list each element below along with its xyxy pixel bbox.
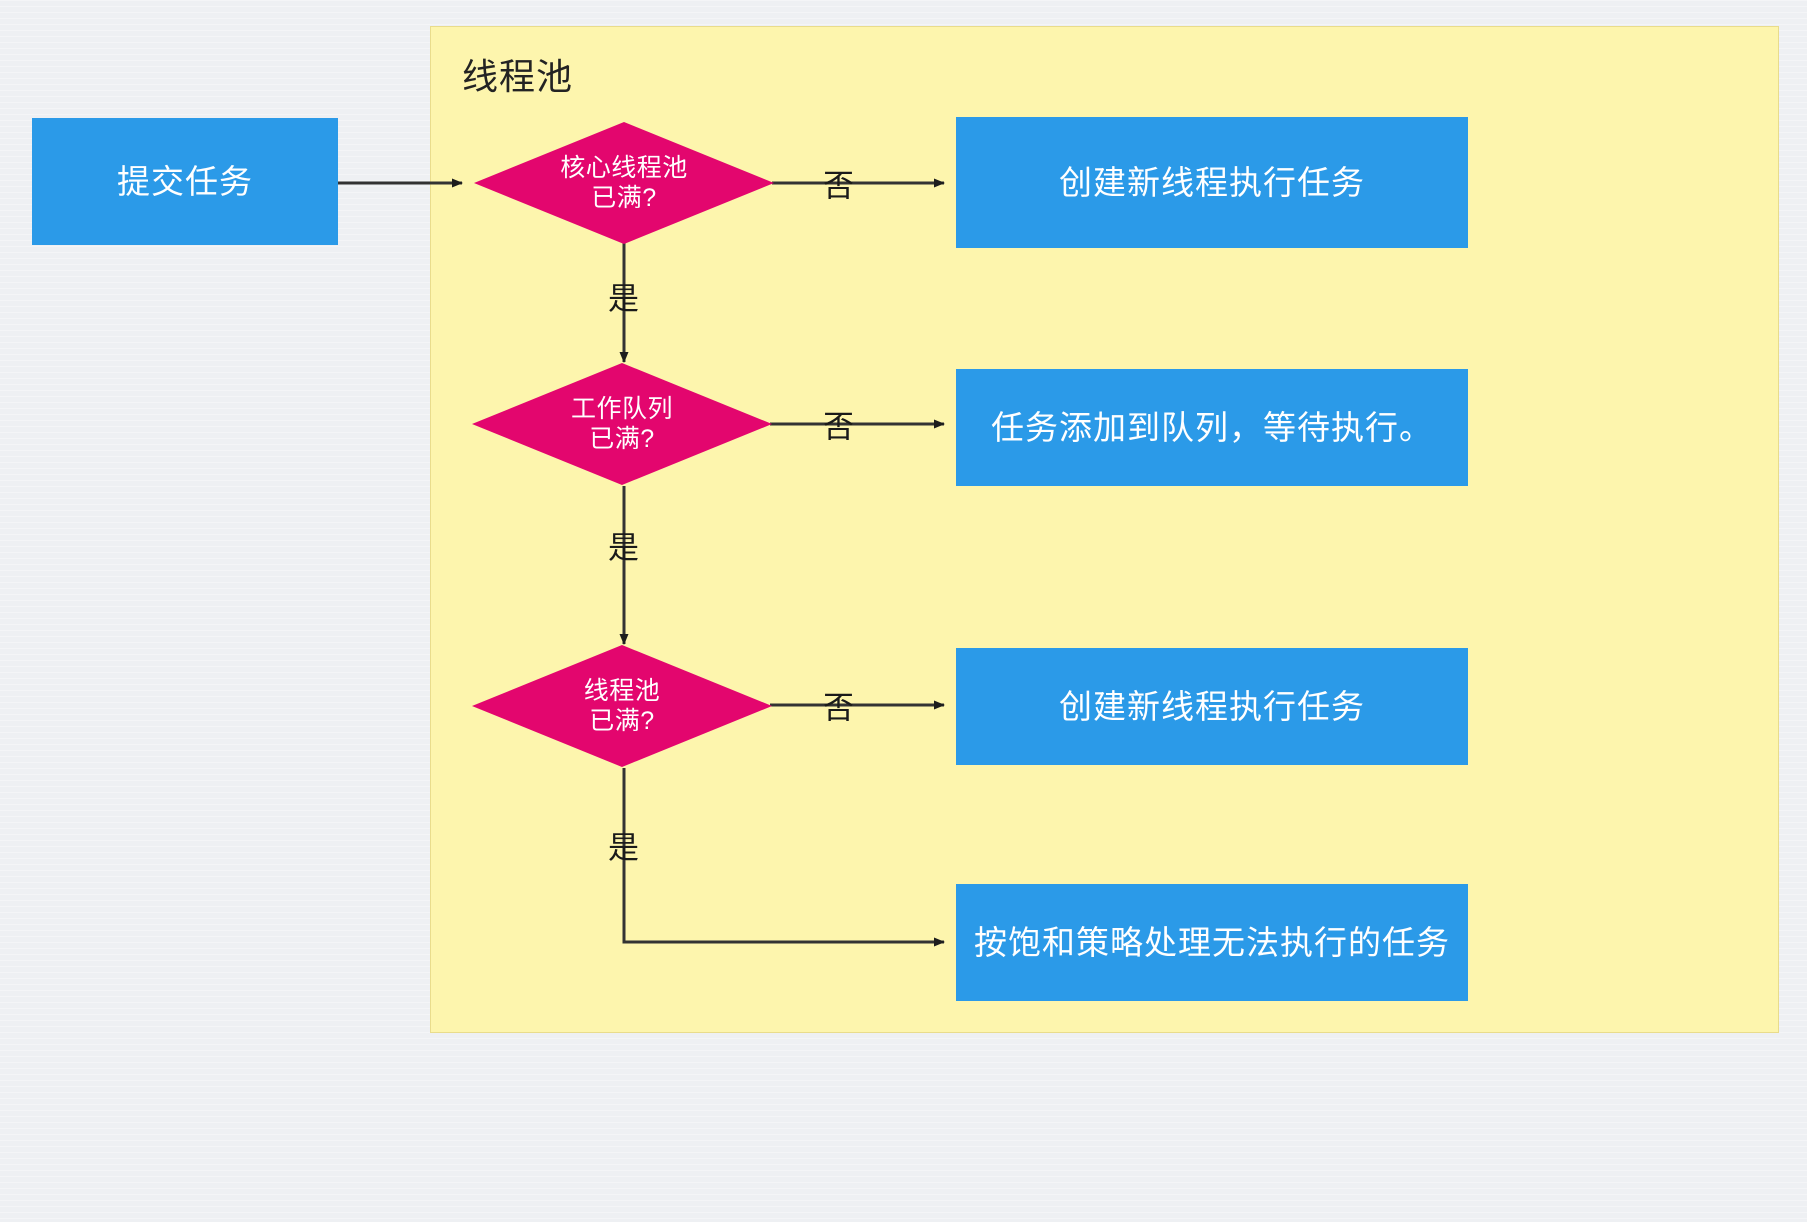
- node-submit-task[interactable]: 提交任务: [32, 118, 338, 245]
- edge-label-pool-no: 否: [823, 690, 855, 726]
- node-pool-full-label: 线程池 已满?: [583, 676, 661, 736]
- node-pool-full-decision[interactable]: 线程池 已满?: [472, 645, 772, 767]
- edge-pool-to-reject: [622, 768, 945, 947]
- edge-label-queue-no: 否: [823, 409, 855, 445]
- edge-label-queue-yes: 是: [608, 530, 640, 566]
- node-core-pool-full-label: 核心线程池 已满?: [560, 153, 688, 213]
- node-create-thread-1-label: 创建新线程执行任务: [1059, 163, 1365, 201]
- node-create-thread-1[interactable]: 创建新线程执行任务: [956, 117, 1468, 248]
- edge-label-pool-yes: 是: [608, 830, 640, 866]
- node-enqueue-task-label: 任务添加到队列，等待执行。: [991, 408, 1433, 446]
- node-create-thread-2[interactable]: 创建新线程执行任务: [956, 648, 1468, 765]
- node-submit-task-label: 提交任务: [117, 162, 253, 200]
- node-enqueue-task[interactable]: 任务添加到队列，等待执行。: [956, 369, 1468, 486]
- node-rejection-policy[interactable]: 按饱和策略处理无法执行的任务: [956, 884, 1468, 1001]
- node-create-thread-2-label: 创建新线程执行任务: [1059, 687, 1365, 725]
- node-core-pool-full-decision[interactable]: 核心线程池 已满?: [474, 122, 774, 244]
- node-work-queue-full-decision[interactable]: 工作队列 已满?: [472, 363, 772, 485]
- edge-label-core-no: 否: [823, 168, 855, 204]
- subgraph-thread-pool-label: 线程池: [462, 56, 574, 97]
- node-rejection-policy-label: 按饱和策略处理无法执行的任务: [974, 923, 1450, 961]
- edge-label-core-yes: 是: [608, 281, 640, 317]
- node-work-queue-full-label: 工作队列 已满?: [570, 394, 673, 454]
